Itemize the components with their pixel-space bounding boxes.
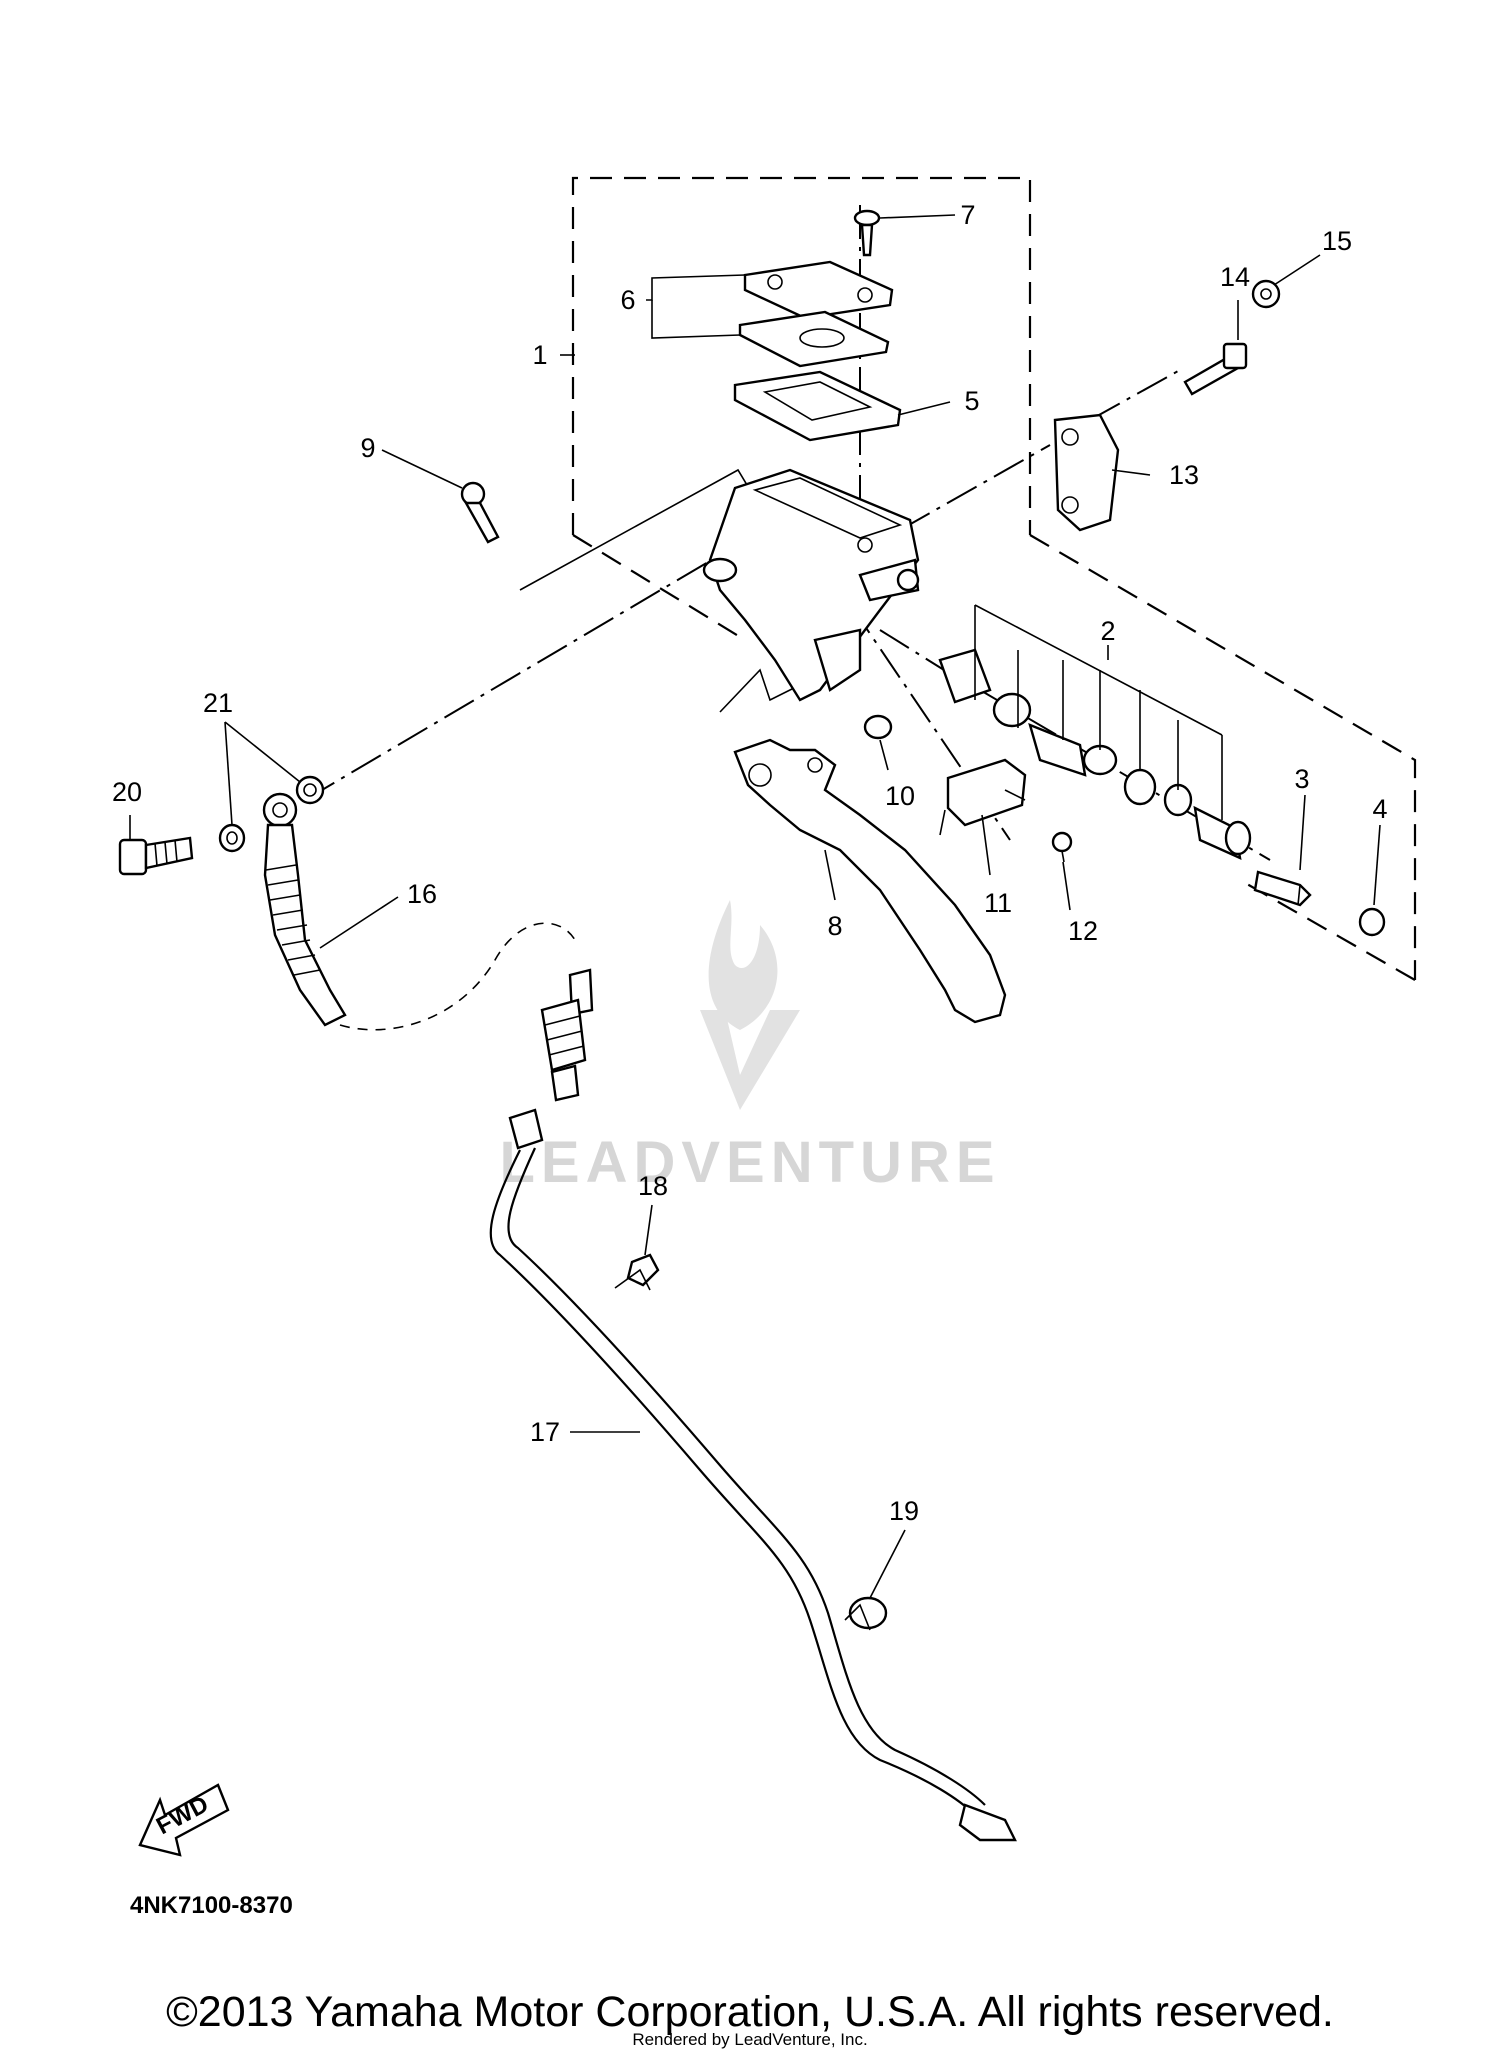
- part-label-12: 12: [1068, 916, 1098, 946]
- leader-lines: [129, 214, 1381, 1599]
- piston-kit-part-2: [938, 604, 1252, 861]
- part-label-19: 19: [889, 1496, 919, 1526]
- part-label-5: 5: [964, 386, 979, 416]
- part-label-7: 7: [960, 200, 975, 230]
- screw-part-7: [853, 209, 881, 257]
- part-labels: 1 2 3 4 5 6 7 8 9 10 11 12 13 14 15 16 1…: [112, 200, 1388, 1526]
- part-label-3: 3: [1294, 764, 1309, 794]
- diagram-code: 4NK7100-8370: [130, 1892, 293, 1919]
- brake-hose-part-16: [262, 792, 594, 1102]
- part-label-11: 11: [984, 888, 1012, 918]
- reservoir-cap-part-6: [738, 260, 894, 368]
- part-label-1: 1: [532, 340, 547, 370]
- copyright-notice: ©2013 Yamaha Motor Corporation, U.S.A. A…: [166, 1988, 1334, 2036]
- union-bolt-part-20: [118, 836, 194, 876]
- rendered-by-note: Rendered by LeadVenture, Inc.: [632, 2030, 868, 2049]
- part-label-18: 18: [638, 1171, 668, 1201]
- assembly-boundaries: [571, 176, 1417, 981]
- part-label-13: 13: [1169, 460, 1199, 490]
- nut-part-10: [863, 714, 893, 740]
- forward-arrow-icon: FWD: [138, 1783, 230, 1857]
- boot-part-4: [1358, 907, 1386, 937]
- push-rod-part-3: [1253, 870, 1312, 907]
- part-label-20: 20: [112, 777, 142, 807]
- bleeder-part-9: [460, 481, 500, 544]
- part-label-15: 15: [1322, 226, 1352, 256]
- part-label-14: 14: [1220, 262, 1250, 292]
- brake-pipe-part-17: [489, 1108, 1017, 1842]
- bolt-part-14: [1183, 342, 1248, 396]
- lever-part-8: [733, 738, 1007, 1024]
- master-cylinder-body: [702, 468, 920, 702]
- part-label-17: 17: [530, 1417, 560, 1447]
- part-label-2: 2: [1100, 616, 1115, 646]
- screw-part-12: [1051, 831, 1073, 863]
- watermark-text: LEADVENTURE: [499, 1130, 1000, 1195]
- leadventure-watermark: LEADVENTURE: [499, 900, 1000, 1195]
- part-label-6: 6: [620, 285, 635, 315]
- part-label-8: 8: [827, 911, 842, 941]
- nut-part-15: [1251, 279, 1281, 309]
- holder-part-13: [1053, 413, 1120, 532]
- switch-part-11: [939, 758, 1027, 836]
- part-label-4: 4: [1372, 794, 1387, 824]
- part-label-10: 10: [885, 781, 915, 811]
- clamp-part-19: [844, 1596, 888, 1631]
- clamp-part-18: [614, 1253, 660, 1291]
- diaphragm-gasket-part-5: [733, 370, 902, 442]
- part-label-9: 9: [360, 433, 375, 463]
- part-label-21: 21: [203, 688, 233, 718]
- gasket-part-21: [218, 775, 325, 853]
- part-label-16: 16: [407, 879, 437, 909]
